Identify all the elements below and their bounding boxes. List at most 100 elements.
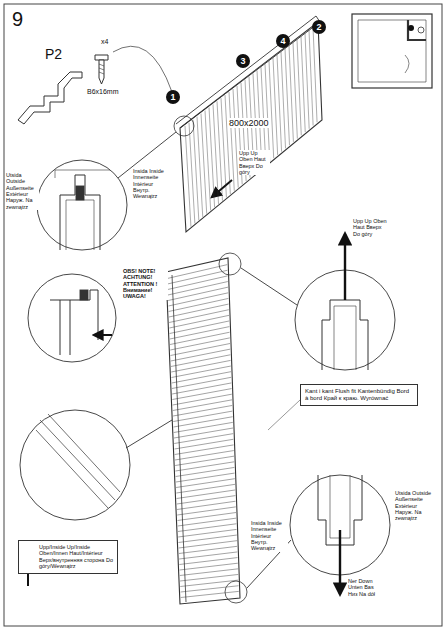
panel-slat <box>171 355 230 367</box>
inset-plan <box>352 14 432 88</box>
panel-slat <box>172 389 231 400</box>
panel-slat <box>176 473 235 482</box>
panel-slat <box>171 366 230 377</box>
panel-slat <box>175 456 234 465</box>
panel-slat <box>170 332 230 344</box>
panel-stripe <box>305 33 309 129</box>
side-label: Utsida Outside Außenseite Extérieur Нару… <box>5 172 39 210</box>
panel-stripe <box>225 95 230 194</box>
panel-stripe <box>313 27 317 122</box>
panel-stripe <box>221 98 226 197</box>
callout-number: 4 <box>276 34 290 48</box>
panel-slat <box>179 541 237 548</box>
detail-circles <box>20 132 395 594</box>
panel-slat <box>174 417 233 427</box>
callout-number: 3 <box>236 54 250 68</box>
screw-size: B6x16mm <box>86 88 120 96</box>
callout-number: 2 <box>312 20 326 34</box>
note-box: Upp/Inside Up/Inside Oben/Innen Haut/Int… <box>18 540 118 574</box>
panel-slat <box>174 428 233 438</box>
panel-slat <box>173 405 232 416</box>
profile-name: P2 <box>44 46 63 62</box>
panel-slat <box>179 552 237 559</box>
panel-slat <box>168 287 228 300</box>
panel-stripe <box>213 104 219 204</box>
panel-slat <box>174 434 233 444</box>
side-label: Insida Inside Innenseite Intérieur Внутр… <box>132 168 170 200</box>
panel-stripe <box>277 55 282 152</box>
screw <box>95 46 172 92</box>
panel-stripe <box>301 36 305 132</box>
panel-slat <box>176 479 235 488</box>
panel-slat <box>172 383 231 394</box>
panel-slat <box>170 338 230 350</box>
top-panel <box>174 16 322 232</box>
panel-stripe <box>289 46 293 142</box>
panel-stripe <box>309 30 313 125</box>
panel-slat <box>180 563 238 570</box>
panel-slat <box>171 349 230 361</box>
panel-slat <box>169 310 229 323</box>
panel-slat <box>181 591 239 597</box>
panel-slat <box>177 490 236 499</box>
panel-slat <box>171 360 230 372</box>
panel-slat <box>174 439 233 449</box>
callout-text: 4 <box>280 36 285 46</box>
panel-slat <box>169 304 229 317</box>
panel-slat <box>167 265 227 279</box>
panel-slat <box>169 298 229 311</box>
panel-stripe <box>285 49 289 145</box>
quantity: x4 <box>100 38 109 46</box>
panel-stripe <box>205 110 211 210</box>
step-number: 9 <box>12 8 23 31</box>
callout-text: 3 <box>240 56 245 66</box>
panel-stripe <box>265 64 270 161</box>
panel-slat <box>173 400 232 411</box>
panel-slat <box>180 569 238 576</box>
panel-slat <box>170 321 230 334</box>
note-text: Kant i kant Flush fit Kantenbündig Bord … <box>305 388 413 402</box>
panel-slat <box>174 422 233 432</box>
panel-slat <box>180 580 238 586</box>
panel-slat <box>167 270 227 284</box>
panel-slat <box>170 327 230 339</box>
panel-slat <box>175 451 234 460</box>
panel-slat <box>176 467 235 476</box>
panel-slat <box>177 496 236 504</box>
tall-panel <box>166 253 247 604</box>
panel-slat <box>178 535 236 542</box>
panel-stripe <box>273 58 278 155</box>
panel-stripe <box>281 52 286 149</box>
panel-slat <box>179 558 237 565</box>
note-text: Upp/Inside Up/Inside Oben/Innen Haut/Int… <box>39 544 113 569</box>
dimension: 800x2000 <box>228 118 270 128</box>
panel-stripe <box>297 39 301 135</box>
panel-slat <box>168 293 228 306</box>
panel-slat <box>169 315 229 328</box>
panel-slat <box>168 282 228 295</box>
panel-stripe <box>217 101 222 200</box>
note-box: Kant i kant Flush fit Kantenbündig Bord … <box>300 384 418 406</box>
direction-label: Upp Up Oben Haut Вверх Do góry <box>352 218 388 237</box>
callout-text: 1 <box>170 92 175 102</box>
direction-label: Ner Down Unten Bas Низ Na dół <box>347 578 381 597</box>
callout-text: 2 <box>316 22 321 32</box>
p2-profile <box>18 72 82 124</box>
panel-slat <box>181 586 239 592</box>
panel-slat <box>179 546 237 553</box>
panel-slat <box>178 529 236 537</box>
side-label: Insida Inside Innenseite Intérieur Внутр… <box>250 520 288 552</box>
panel-stripe <box>269 61 274 158</box>
panel-slat <box>173 411 232 421</box>
panel-slat <box>172 377 231 388</box>
note-label: OBS! NOTE! ACHTUNG! ATTENTION ! Внимание… <box>122 268 168 300</box>
panel-slat <box>172 372 231 383</box>
page-frame <box>4 4 442 626</box>
panel-edge <box>172 275 186 602</box>
panel-slat <box>175 462 234 471</box>
panel-slat <box>173 394 232 405</box>
panel-slat <box>171 344 231 356</box>
callout-number: 1 <box>166 90 180 104</box>
panel-slat <box>175 445 234 455</box>
